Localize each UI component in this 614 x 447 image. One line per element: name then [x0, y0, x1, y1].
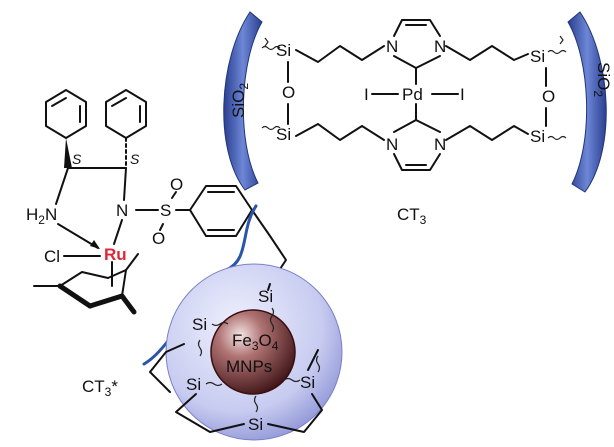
wavy-bond: [264, 37, 269, 47]
atom-n: N: [434, 135, 446, 154]
atom-n: N: [386, 37, 398, 56]
wavy-bond: [261, 45, 281, 51]
silica-label-right: SiO2: [591, 62, 613, 97]
atom-si: Si: [192, 315, 207, 334]
phenyl-ring: [45, 89, 87, 139]
atom-si: Si: [248, 415, 263, 434]
atom-o: O: [170, 175, 183, 194]
mnp-core: [210, 309, 296, 395]
stereo-label: S: [72, 151, 82, 167]
atom-ru: Ru: [104, 245, 127, 264]
atom-pd: Pd: [402, 85, 423, 104]
atom-o: O: [282, 83, 295, 102]
atom-si: Si: [258, 287, 273, 306]
ct3-caption: CT3: [397, 205, 427, 227]
core-label-fe3o4: Fe3O4: [232, 331, 279, 353]
atom-o: O: [542, 87, 555, 106]
dative-arrow: [90, 240, 100, 249]
stereo-label: S: [130, 151, 140, 167]
atom-si: Si: [276, 41, 291, 60]
wavy-bond: [547, 49, 567, 55]
atom-i: I: [460, 85, 465, 104]
silica-wall-left: [223, 11, 263, 191]
atom-s: S: [160, 201, 171, 220]
ct3-structure: SiO2 SiO2 Si O Si Si O Si N N: [223, 11, 613, 227]
atom-i: I: [364, 85, 369, 104]
atom-si: Si: [300, 373, 315, 392]
atom-n: N: [386, 135, 398, 154]
atom-n: N: [434, 37, 446, 56]
ct3-star-structure: S S H2N N S O O Ru Cl: [26, 89, 343, 441]
wavy-bond: [547, 135, 567, 141]
wedge-bond: [64, 138, 72, 168]
wavy-bond: [261, 125, 281, 131]
atom-cl: Cl: [44, 247, 60, 266]
atom-si: Si: [276, 125, 291, 144]
phenyl-ring: [105, 89, 147, 139]
core-label-mnps: MNPs: [226, 357, 272, 376]
ct3-star-caption: CT3*: [82, 377, 118, 399]
atom-si: Si: [186, 375, 201, 394]
atom-si: Si: [530, 47, 545, 66]
silica-label-left: SiO2: [229, 83, 251, 118]
silica-wall-right: [567, 11, 607, 193]
arene-ring: [59, 269, 127, 307]
atom-nh2: H2N: [26, 205, 57, 227]
atom-n: N: [116, 201, 128, 220]
phenyl-ring: [189, 185, 253, 237]
wavy-bond: [559, 35, 564, 45]
atom-o: O: [152, 229, 165, 248]
atom-si: Si: [530, 127, 545, 146]
